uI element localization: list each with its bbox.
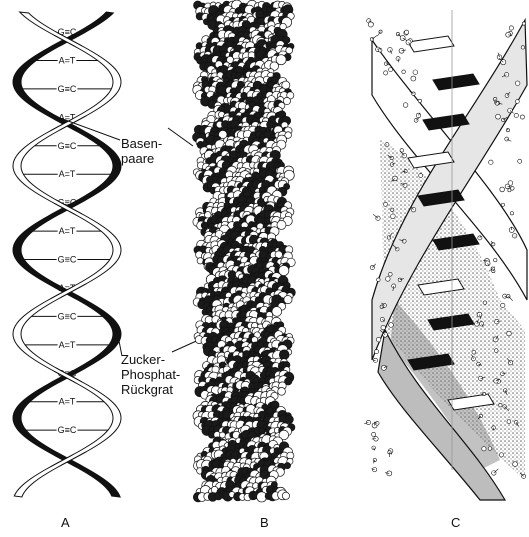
panel-b-space-filling-model [193,0,296,502]
atom-ball [520,115,524,119]
atom-ball [389,323,394,328]
atom-ball [488,447,492,451]
panel-label-c: C [451,515,460,530]
atom-ball [368,22,373,27]
atom-ball [521,46,524,49]
atom-sphere [279,350,289,360]
atom-sphere [285,415,293,423]
atom-bond [377,49,378,50]
atom-sphere [277,220,286,229]
base-pair-label: G≡C [58,311,77,321]
atom-ball [496,114,501,119]
atom-ball [377,278,381,282]
base-pairs-callout: Basen- paare [121,136,162,166]
atom-ball [381,365,386,370]
atom-ball [391,214,396,219]
atom-sphere [272,307,282,317]
atom-ball [507,331,512,336]
atom-ball [494,258,497,261]
atom-sphere [205,212,212,219]
atom-ball [518,159,522,163]
callout-line: Phosphat- [121,367,180,382]
atom-bond [386,145,387,146]
callout-line: paare [121,151,162,166]
callout-line: Basen- [121,136,162,151]
atom-ball [388,272,392,276]
atom-ball [411,76,416,81]
atom-ball [398,278,401,281]
base-pair-label: A=T [59,340,76,350]
base-pair-label: G≡C [58,84,77,94]
atom-ball [510,212,513,215]
atom-ball [499,453,503,457]
atom-ball [384,202,388,206]
atom-ball [403,103,408,108]
panel-label-b: B [260,515,269,530]
base-pair-label: G≡C [58,255,77,265]
atom-ball [389,68,393,72]
atom-ball [509,26,513,30]
atom-ball [372,432,376,436]
atom-ball [515,81,520,86]
atom-ball [418,99,421,102]
atom-ball [477,362,481,366]
atom-ball [400,35,405,40]
base-pairs-leader [168,128,193,146]
atom-ball [522,22,525,25]
panel-a-schematic-helix: G≡CA=TG≡CA=TG≡CA=TG≡CA=TG≡CA=TG≡CA=TG≡CA… [13,12,203,497]
atom-ball [402,70,406,74]
base-plate [408,36,454,52]
atom-ball [472,350,476,354]
atom-ball [483,301,487,305]
atom-ball [385,277,390,282]
atom-ball [372,467,376,471]
atom-ball [405,30,409,34]
base-pair-label: A=T [59,169,76,179]
atom-ball [387,236,391,240]
base-plate [433,74,479,90]
base-pair-label: A=T [59,55,76,65]
atom-ball [513,462,518,467]
atom-ball [514,113,518,117]
atom-ball [499,403,502,406]
atom-ball [501,303,505,307]
atom-sphere [219,432,225,438]
callout-line: Rückgrat [121,382,180,397]
atom-ball [507,420,511,424]
panel-c-ribbon-model [364,10,527,500]
base-pair-label: G≡C [58,141,77,151]
base-pair-label: A=T [59,226,76,236]
atom-ball [482,447,486,451]
callout-line: Zucker- [121,352,180,367]
atom-ball [494,349,498,353]
atom-ball [500,187,505,192]
atom-bond [372,35,377,39]
atom-ball [375,421,379,425]
atom-ball [515,100,519,104]
atom-sphere [284,462,290,468]
atom-ball [413,70,418,75]
panel-label-a: A [61,515,70,530]
atom-ball [374,350,378,354]
atom-ball [403,183,407,187]
atom-ball [376,337,381,342]
atom-sphere [278,387,286,395]
atom-ball [501,203,504,206]
atom-sphere [282,492,289,499]
base-pair-label: A=T [59,397,76,407]
atom-ball [381,325,386,330]
atom-sphere [284,295,292,303]
atom-bond [508,296,512,300]
atom-ball [419,174,423,178]
atom-ball [489,160,493,164]
atom-ball [384,71,388,75]
backbone-callout: Zucker- Phosphat- Rückgrat [121,352,180,397]
base-pair-label: G≡C [58,425,77,435]
